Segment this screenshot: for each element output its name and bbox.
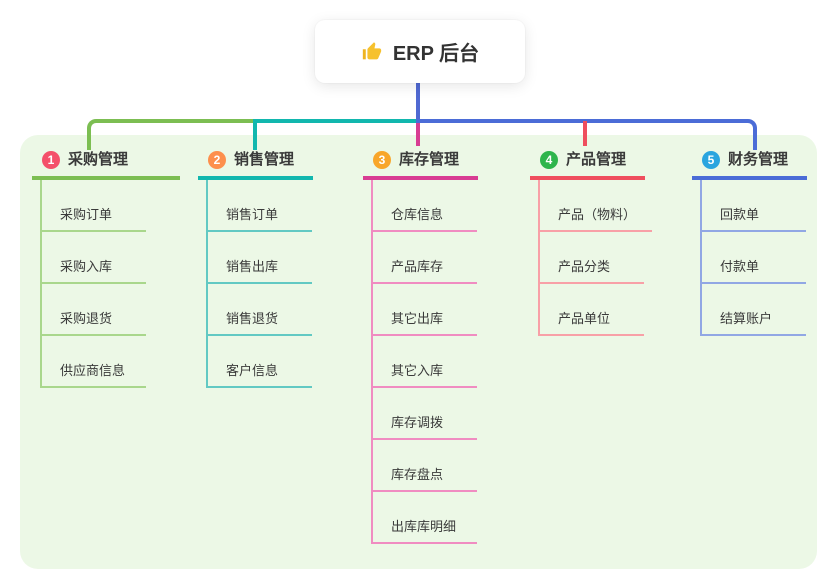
root-label: ERP 后台: [392, 43, 480, 65]
branch-node-2[interactable]: 2 销售管理: [198, 146, 313, 180]
child-row: 回款单: [702, 180, 807, 232]
branch-number-badge: 2: [208, 151, 226, 169]
connector-branch-1: [87, 119, 257, 150]
branch-number-badge: 3: [373, 151, 391, 169]
branch-5: 5 财务管理回款单付款单结算账户: [692, 146, 807, 336]
child-row: 销售退货: [208, 284, 313, 336]
child-node[interactable]: 采购退货: [42, 310, 146, 336]
child-node[interactable]: 仓库信息: [373, 206, 477, 232]
child-row: 产品（物料）: [540, 180, 653, 232]
branch-number-badge: 5: [702, 151, 720, 169]
child-node[interactable]: 产品单位: [540, 310, 644, 336]
branch-children: 采购订单采购入库采购退货供应商信息: [40, 180, 180, 388]
child-node[interactable]: 产品分类: [540, 258, 644, 284]
mindmap-panel-background: [20, 135, 817, 569]
branch-node-3[interactable]: 3 库存管理: [363, 146, 478, 180]
connector-branch-2: [253, 119, 422, 150]
root-node[interactable]: ERP 后台: [315, 20, 525, 83]
child-node[interactable]: 库存盘点: [373, 466, 477, 492]
child-row: 采购退货: [42, 284, 180, 336]
branch-children: 产品（物料） 产品分类产品单位: [538, 180, 653, 336]
child-row: 采购入库: [42, 232, 180, 284]
branch-label: 销售管理: [234, 151, 295, 168]
child-node[interactable]: 采购订单: [42, 206, 146, 232]
branch-3: 3 库存管理仓库信息产品库存其它出库其它入库库存调拨库存盘点出库库明细: [363, 146, 478, 544]
branch-children: 回款单付款单结算账户: [700, 180, 807, 336]
child-row: 采购订单: [42, 180, 180, 232]
branch-children: 仓库信息产品库存其它出库其它入库库存调拨库存盘点出库库明细: [371, 180, 478, 544]
connector-root-drop: [416, 83, 420, 123]
child-row: 产品分类: [540, 232, 652, 284]
child-node[interactable]: 产品（物料）: [540, 206, 653, 232]
child-node[interactable]: 结算账户: [702, 310, 806, 336]
child-node[interactable]: 回款单: [702, 206, 806, 232]
child-row: 客户信息: [208, 336, 313, 388]
child-node[interactable]: 其它入库: [373, 362, 477, 388]
child-node[interactable]: 其它出库: [373, 310, 477, 336]
child-row: 销售出库: [208, 232, 313, 284]
connector-branch-3-drop: [416, 121, 420, 146]
connector-branch-4-drop: [583, 121, 587, 146]
branch-number-badge: 4: [540, 151, 558, 169]
branch-label: 采购管理: [68, 151, 129, 168]
child-row: 产品单位: [540, 284, 652, 336]
child-node[interactable]: 销售订单: [208, 206, 312, 232]
child-row: 库存盘点: [373, 440, 478, 492]
branch-node-5[interactable]: 5 财务管理: [692, 146, 807, 180]
thumbs-up-icon: [361, 41, 383, 63]
child-row: 库存调拨: [373, 388, 478, 440]
branch-label: 财务管理: [728, 151, 789, 168]
child-row: 其它入库: [373, 336, 478, 388]
child-node[interactable]: 销售退货: [208, 310, 312, 336]
child-row: 结算账户: [702, 284, 807, 336]
child-row: 其它出库: [373, 284, 478, 336]
branch-number-badge: 1: [42, 151, 60, 169]
child-row: 产品库存: [373, 232, 478, 284]
child-row: 仓库信息: [373, 180, 478, 232]
child-node[interactable]: 库存调拨: [373, 414, 477, 440]
child-node[interactable]: 采购入库: [42, 258, 146, 284]
branch-node-1[interactable]: 1 采购管理: [32, 146, 180, 180]
child-node[interactable]: 出库库明细: [373, 518, 477, 544]
branch-label: 库存管理: [399, 151, 460, 168]
child-node[interactable]: 客户信息: [208, 362, 312, 388]
child-row: 销售订单: [208, 180, 313, 232]
child-row: 出库库明细: [373, 492, 478, 544]
branch-label: 产品管理: [566, 151, 627, 168]
child-node[interactable]: 供应商信息: [42, 362, 146, 388]
child-row: 付款单: [702, 232, 807, 284]
child-node[interactable]: 付款单: [702, 258, 806, 284]
child-node[interactable]: 销售出库: [208, 258, 312, 284]
branch-2: 2 销售管理销售订单销售出库销售退货客户信息: [198, 146, 313, 388]
branch-children: 销售订单销售出库销售退货客户信息: [206, 180, 313, 388]
child-row: 供应商信息: [42, 336, 180, 388]
child-node[interactable]: 产品库存: [373, 258, 477, 284]
branch-4: 4 产品管理产品（物料） 产品分类产品单位: [530, 146, 653, 336]
branch-1: 1 采购管理采购订单采购入库采购退货供应商信息: [32, 146, 180, 388]
branch-node-4[interactable]: 4 产品管理: [530, 146, 645, 180]
